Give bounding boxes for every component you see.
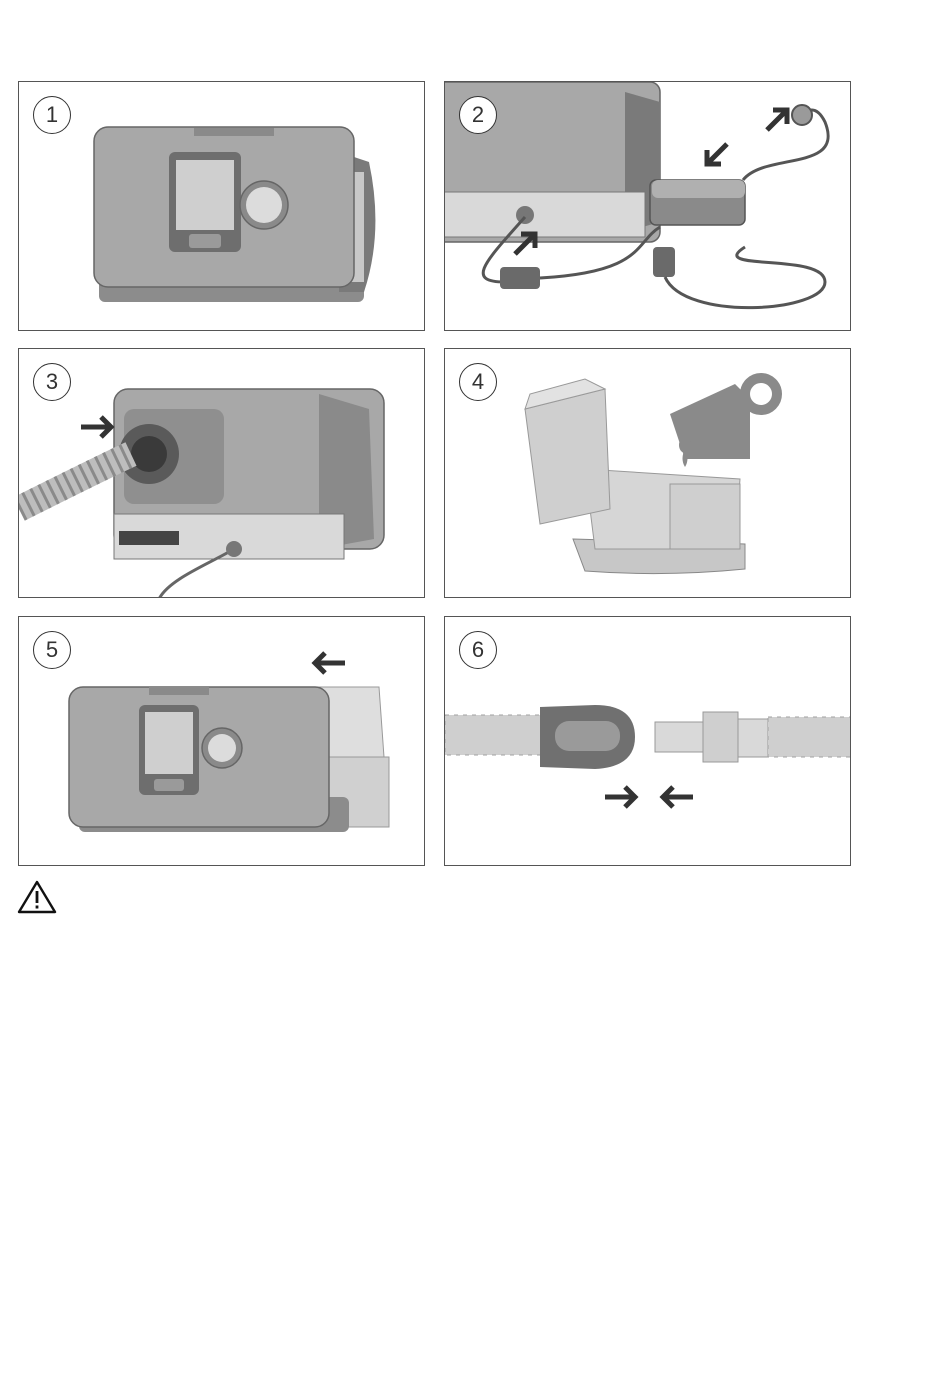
- air-tube-connect-icon: [19, 349, 425, 598]
- tube-connector-icon: [445, 617, 851, 866]
- step-number-6: 6: [459, 631, 497, 669]
- step-panel-1: 1: [18, 81, 425, 331]
- step-panel-2: 2: [444, 81, 851, 331]
- cpap-device-icon: [19, 82, 425, 331]
- step-panel-3: 3: [18, 348, 425, 598]
- step-number-4: 4: [459, 363, 497, 401]
- power-supply-icon: [445, 82, 851, 331]
- step-panel-5: 5: [18, 616, 425, 866]
- step-panel-6: 6: [444, 616, 851, 866]
- humidifier-insert-icon: [19, 617, 425, 866]
- step-number-2: 2: [459, 96, 497, 134]
- step-panel-4: 4: [444, 348, 851, 598]
- water-fill-icon: [445, 349, 851, 598]
- step-number-3: 3: [33, 363, 71, 401]
- warning-triangle-icon: [17, 880, 57, 914]
- step-number-1: 1: [33, 96, 71, 134]
- step-number-5: 5: [33, 631, 71, 669]
